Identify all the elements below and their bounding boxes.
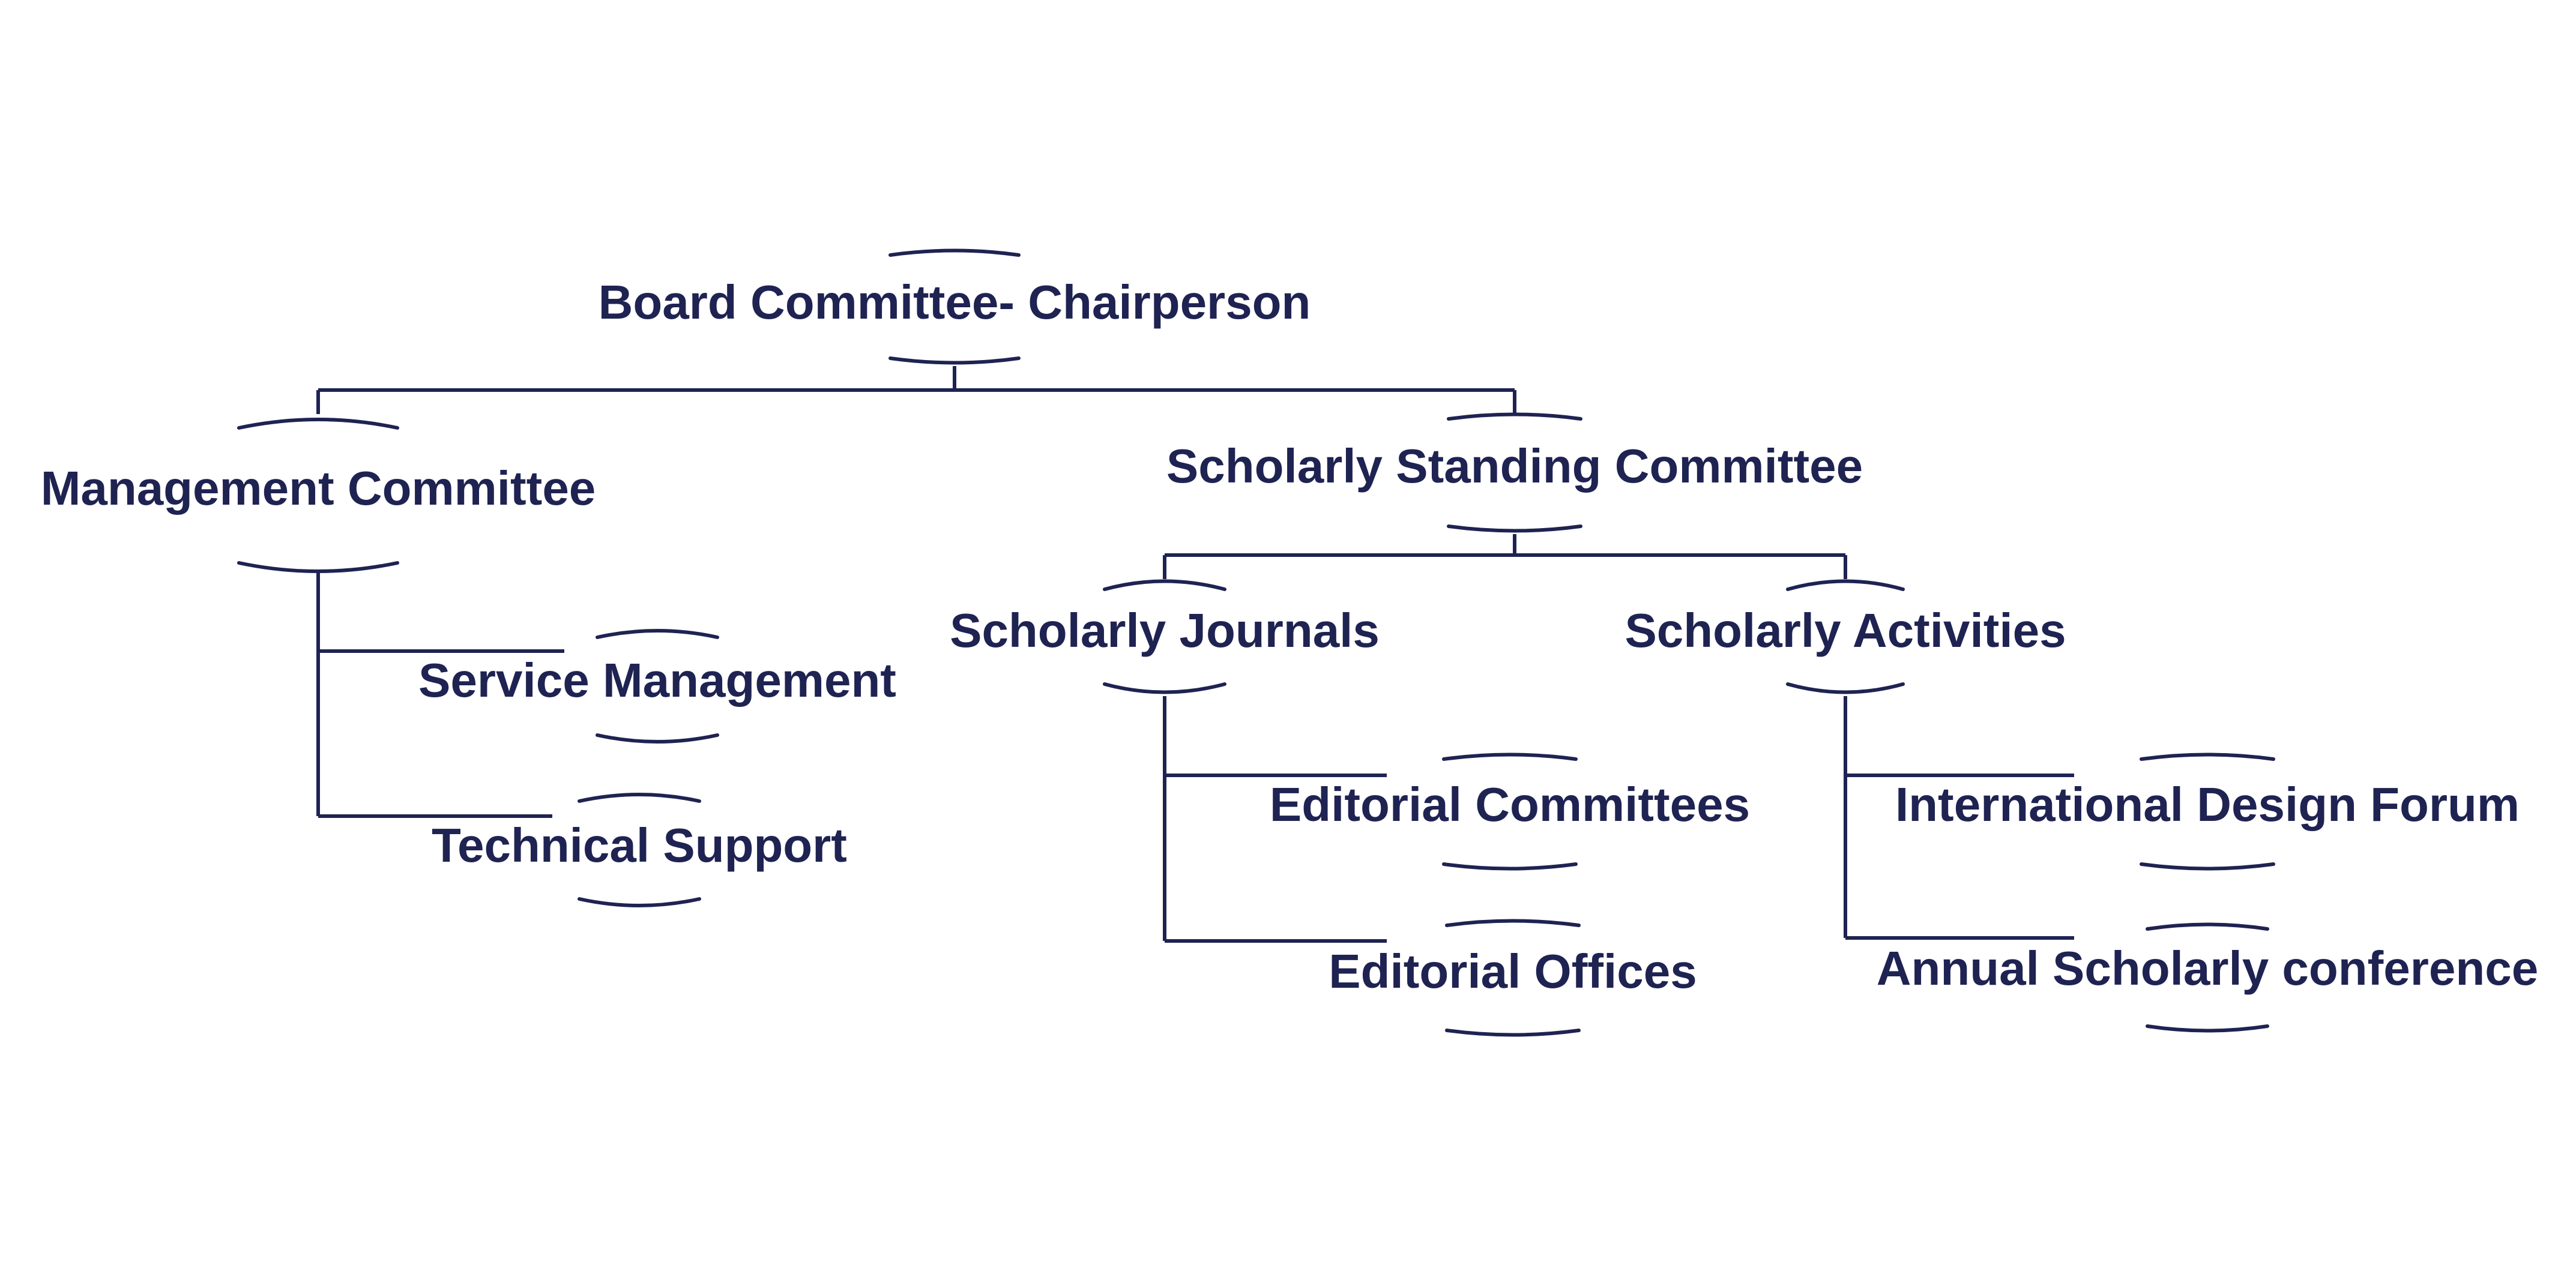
node-board-committee: Board Committee- Chairperson — [599, 275, 1311, 329]
node-labels: Board Committee- Chairperson Management … — [41, 275, 2539, 998]
bracket-root — [888, 248, 1021, 365]
node-scholarly-standing-committee: Scholarly Standing Committee — [1166, 439, 1863, 493]
node-scholarly-journals: Scholarly Journals — [950, 604, 1380, 657]
node-annual-scholarly-conference: Annual Scholarly conference — [1877, 942, 2539, 995]
node-management-committee: Management Committee — [41, 461, 596, 515]
bracket-service-management — [596, 629, 719, 744]
node-editorial-offices: Editorial Offices — [1329, 945, 1697, 998]
node-technical-support: Technical Support — [432, 819, 847, 872]
bracket-technical-support — [578, 793, 701, 907]
node-international-design-forum: International Design Forum — [1895, 778, 2520, 831]
bracket-design-forum — [2140, 753, 2275, 871]
bracket-editorial-committees — [1442, 753, 1578, 871]
node-scholarly-activities: Scholarly Activities — [1624, 604, 2066, 657]
bracket-management — [237, 418, 399, 573]
node-service-management: Service Management — [418, 654, 896, 707]
node-editorial-committees: Editorial Committees — [1270, 778, 1750, 831]
bracket-activities — [1786, 579, 1905, 694]
connector-lines — [316, 366, 2074, 943]
bracket-annual-conference — [2146, 922, 2269, 1033]
bracket-editorial-offices — [1445, 919, 1581, 1037]
bracket-scholarly — [1447, 412, 1582, 533]
bracket-journals — [1103, 579, 1226, 694]
label-brackets — [237, 248, 2275, 1037]
